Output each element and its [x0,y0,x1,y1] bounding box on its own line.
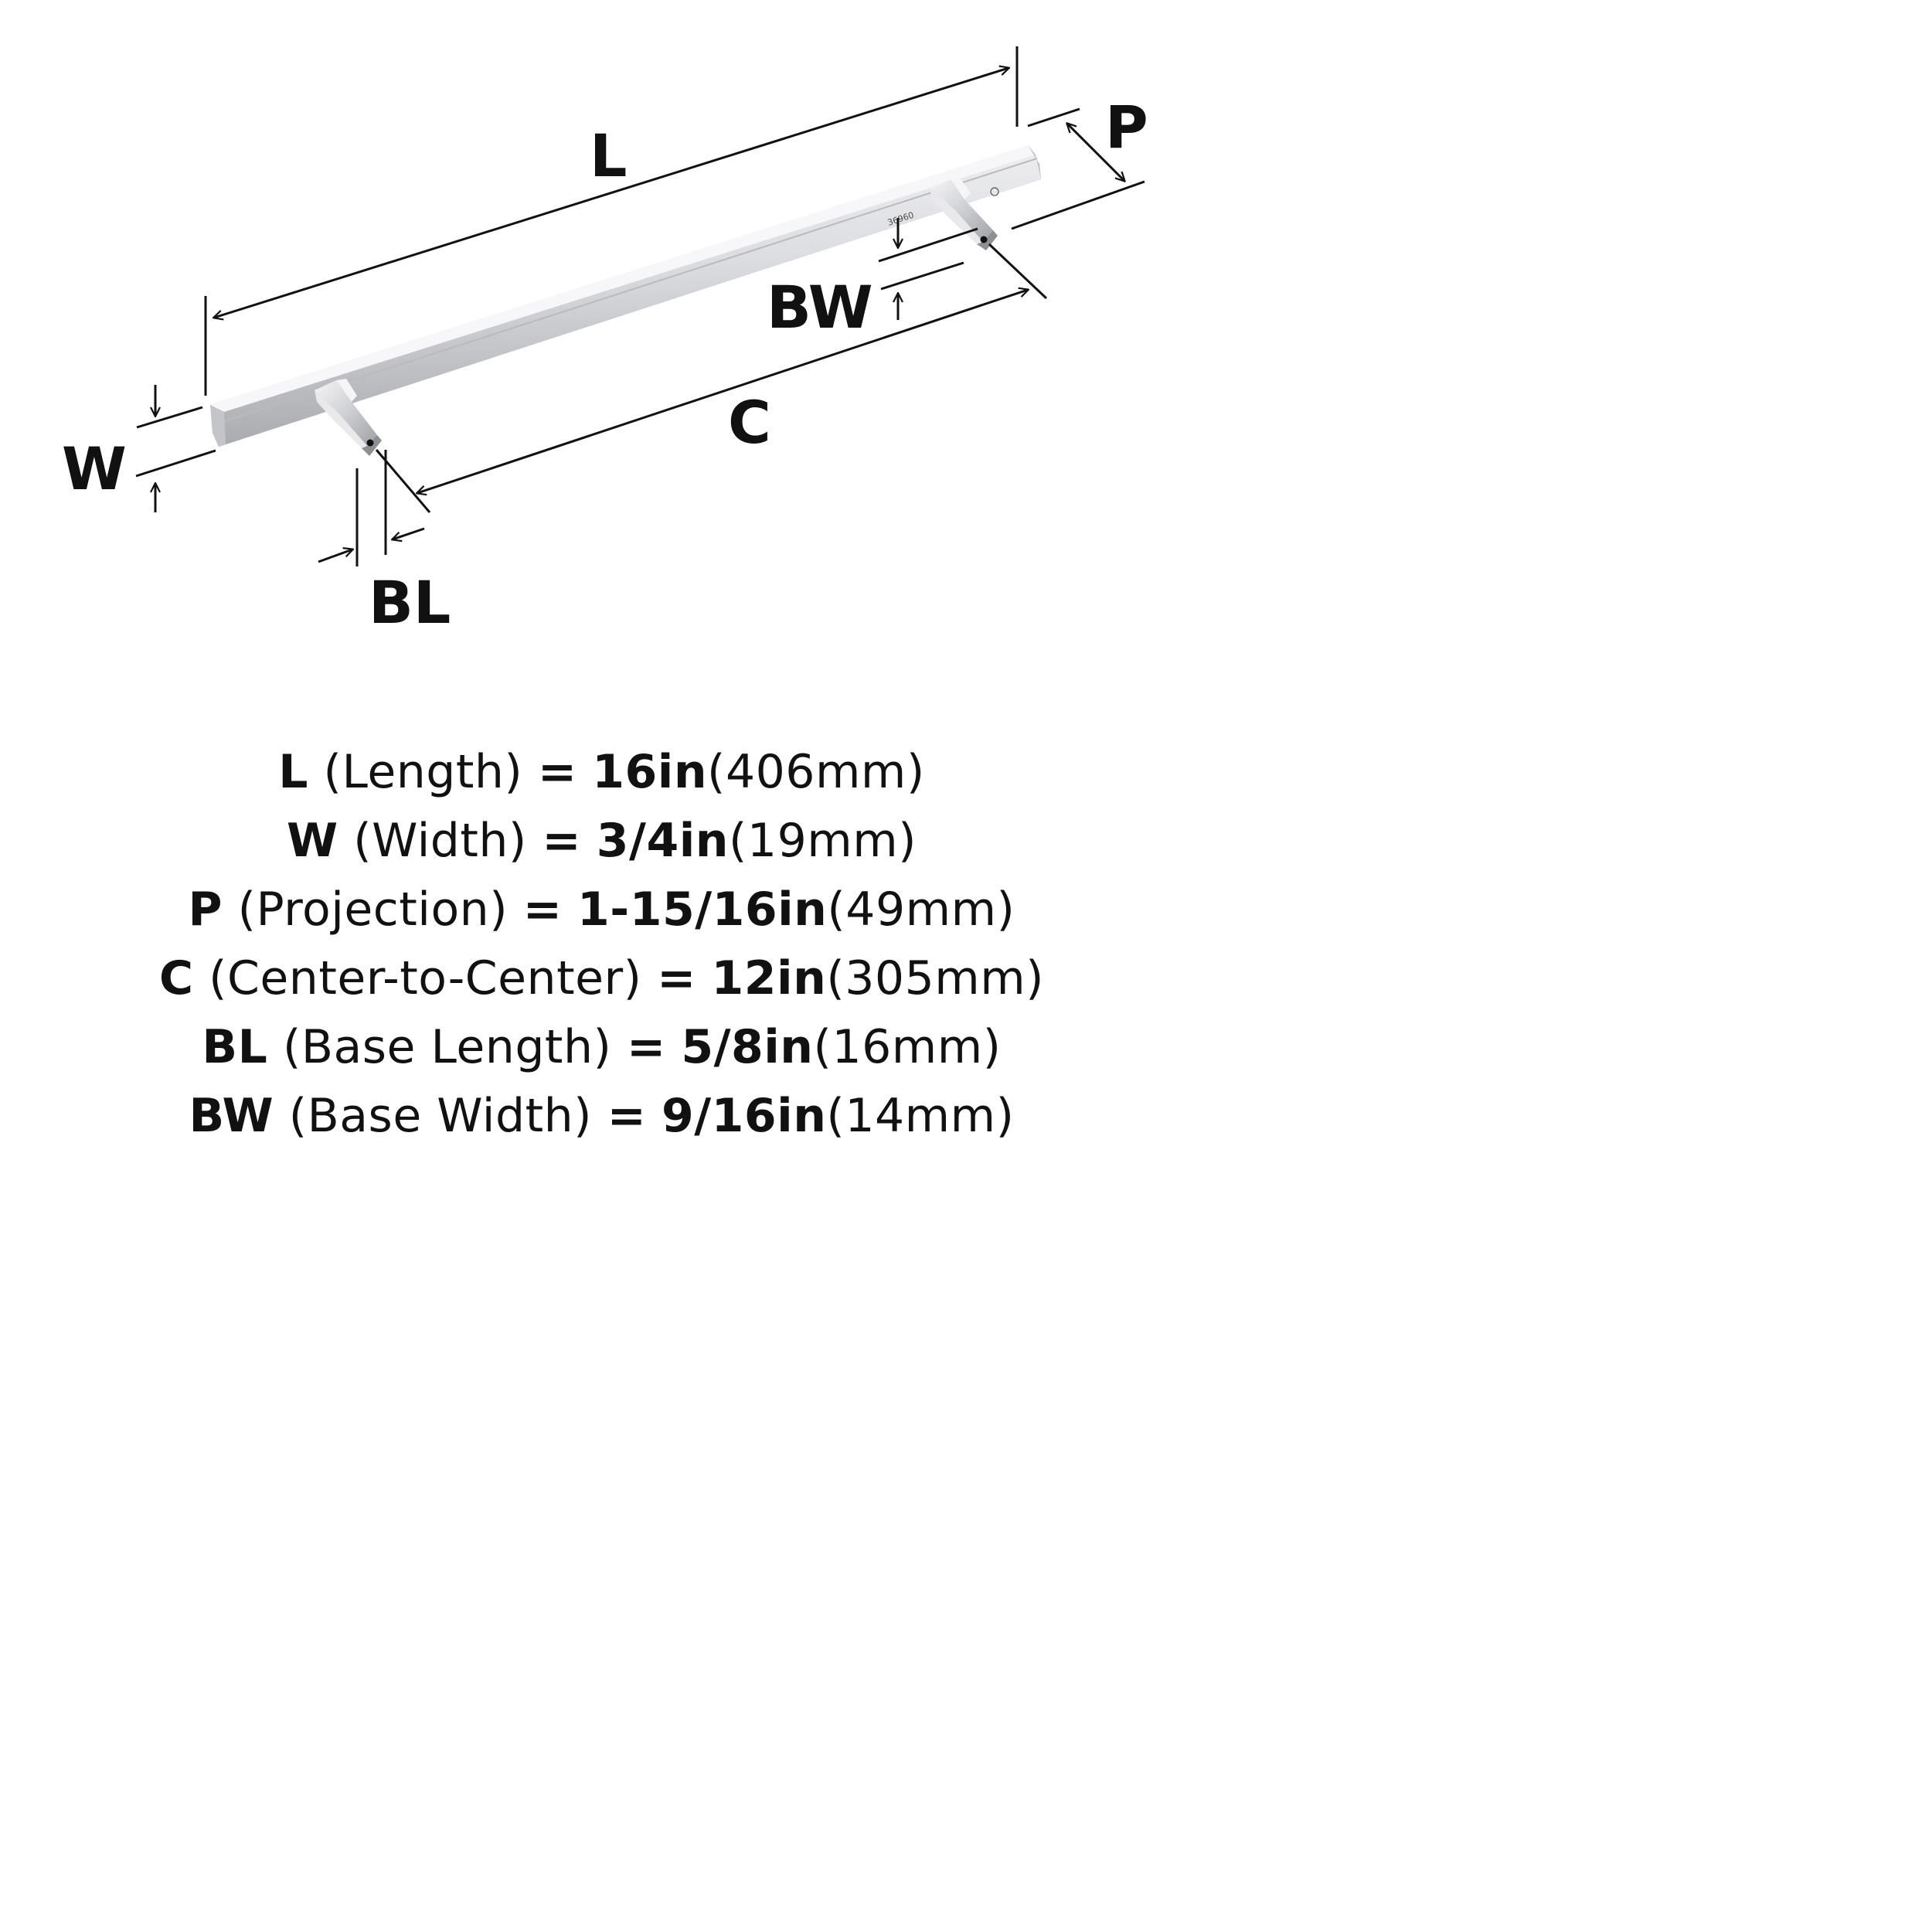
spec-key: W [286,814,338,868]
spec-key: BL [202,1020,268,1074]
spec-metric: (16mm) [813,1020,1002,1074]
spec-key: C [158,951,194,1005]
spec-imperial: 5/8in [681,1020,814,1074]
spec-imperial: 3/4in [596,814,729,868]
base-width-label: BW [767,273,873,342]
spec-row-base-width: BW (Base Width) = 9/16in(14mm) [0,1082,1203,1151]
spec-row-base-length: BL (Base Length) = 5/8in(16mm) [0,1013,1203,1082]
spec-metric: (49mm) [827,883,1015,937]
base-length-dimension: BL [318,450,451,637]
length-dimension: L [204,46,1019,396]
width-label: W [62,434,127,503]
spec-equals: = [522,883,563,937]
spec-key: P [188,883,223,937]
center-to-center-dimension: C [375,243,1048,513]
spec-metric: (406mm) [707,745,925,799]
spec-key: L [278,745,308,799]
spec-metric: (14mm) [826,1089,1015,1143]
spec-imperial: 9/16in [661,1089,827,1143]
spec-list: L (Length) = 16in(406mm) W (Width) = 3/4… [0,738,1203,1151]
spec-imperial: 12in [711,951,827,1005]
spec-name: (Base Length) [282,1020,612,1074]
spec-equals: = [657,951,696,1005]
spec-equals: = [607,1089,647,1143]
center-to-center-label: C [728,388,771,457]
projection-dimension: P [1011,93,1148,230]
base-length-label: BL [369,568,451,637]
width-dimension: W [62,385,216,512]
left-post [315,379,382,456]
base-width-dimension: BW [767,218,978,342]
projection-label: P [1105,93,1148,162]
spec-row-length: L (Length) = 16in(406mm) [0,738,1203,807]
spec-row-center-to-center: C (Center-to-Center) = 12in(305mm) [0,944,1203,1013]
spec-equals: = [542,814,582,868]
dimension-sheet: 36960 L P W C [0,0,1203,1203]
spec-name: (Projection) [237,883,509,937]
spec-imperial: 16in [592,745,708,799]
spec-imperial: 1-15/16in [577,883,828,937]
spec-key: BW [189,1089,274,1143]
spec-metric: (19mm) [728,814,917,868]
spec-name: (Center-to-Center) [209,951,642,1005]
spec-equals: = [537,745,577,799]
spec-row-width: W (Width) = 3/4in(19mm) [0,807,1203,876]
spec-equals: = [626,1020,666,1074]
spec-name: (Length) [323,745,523,799]
spec-name: (Base Width) [288,1089,593,1143]
length-label: L [590,121,627,190]
spec-name: (Width) [353,814,527,868]
spec-row-projection: P (Projection) = 1-15/16in(49mm) [0,876,1203,944]
pull-handle-diagram: 36960 L P W C [62,46,1148,637]
spec-metric: (305mm) [826,951,1045,1005]
